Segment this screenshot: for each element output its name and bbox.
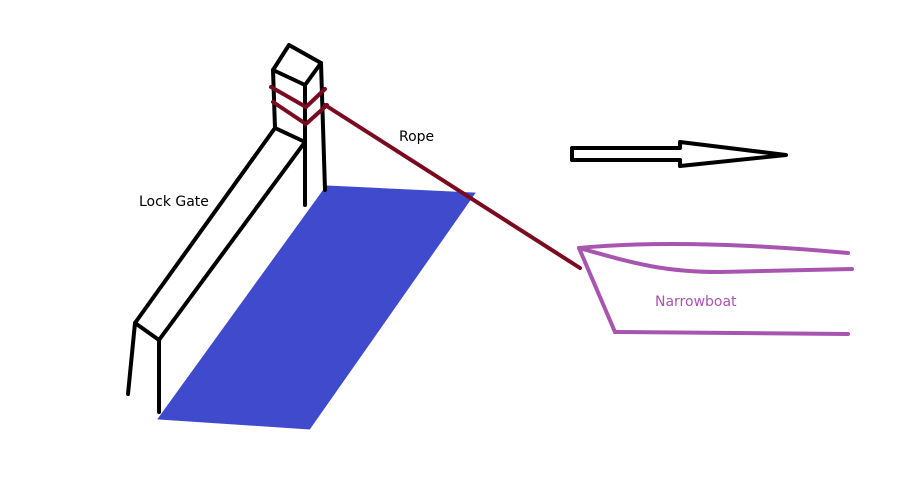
narrowboat-outline bbox=[577, 241, 854, 336]
lock-water bbox=[157, 185, 476, 430]
narrowboat-label: Narrowboat bbox=[655, 294, 737, 310]
rope-line bbox=[323, 103, 582, 270]
rope-label: Rope bbox=[399, 129, 434, 145]
direction-arrow bbox=[570, 140, 788, 168]
rope-wraps bbox=[269, 85, 329, 126]
lock-gate-label: Lock Gate bbox=[139, 194, 209, 210]
